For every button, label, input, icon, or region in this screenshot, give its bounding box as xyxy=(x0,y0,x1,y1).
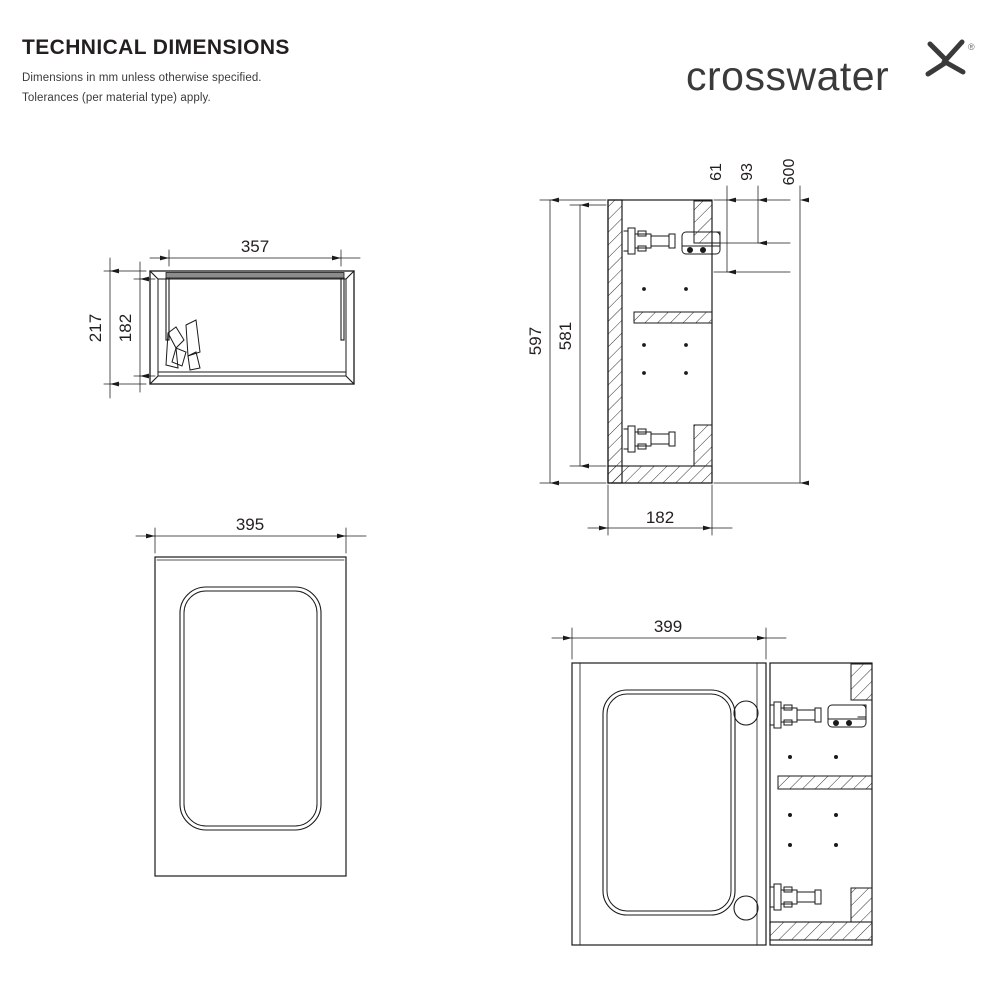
dimension-plan-width-357 xyxy=(149,249,361,267)
dimension-label-581: 581 xyxy=(556,322,575,350)
dimension-label-357: 357 xyxy=(241,237,269,256)
dimension-label-600: 600 xyxy=(781,159,798,186)
dimension-side-93 xyxy=(713,185,791,246)
dimension-label-61: 61 xyxy=(708,163,725,181)
brand-wordmark: crosswater xyxy=(686,53,889,99)
brand-logo: crosswater ® xyxy=(678,36,978,106)
lower-hinge-assembly xyxy=(623,425,676,453)
plan-hinge-detail xyxy=(165,319,201,371)
units-note: Dimensions in mm unless otherwise specif… xyxy=(22,72,262,85)
dimension-side-61 xyxy=(713,185,791,275)
plan-top-view: 357 217 182 xyxy=(86,237,361,399)
dimension-label-182-plan: 182 xyxy=(116,314,135,342)
document-header: TECHNICAL DIMENSIONS Dimensions in mm un… xyxy=(22,36,642,108)
upper-hinge-assembly-front-section xyxy=(769,701,867,729)
front-section-view: 399 xyxy=(551,617,873,946)
dimension-label-597: 597 xyxy=(526,327,545,355)
dimension-side-depth-182 xyxy=(587,484,733,536)
side-section-view: 597 581 61 xyxy=(526,159,809,536)
dimension-label-182-side: 182 xyxy=(646,508,674,527)
dimension-front-section-width-399 xyxy=(551,627,787,660)
dimension-front-width-395 xyxy=(135,527,367,554)
tolerance-note: Tolerances (per material type) apply. xyxy=(22,92,211,105)
dimension-plan-height-182 xyxy=(133,261,156,393)
dimension-label-93: 93 xyxy=(739,163,756,181)
shelf-peg-holes xyxy=(642,287,688,375)
dimension-plan-height-217 xyxy=(103,257,147,399)
dimension-side-597 xyxy=(539,197,607,486)
dimension-side-581 xyxy=(569,202,607,469)
upper-hinge-assembly xyxy=(623,227,721,255)
dimension-side-600 xyxy=(713,185,809,486)
x-cross-mark-icon xyxy=(925,39,966,77)
dimension-label-395: 395 xyxy=(236,515,264,534)
crosswater-logo-svg: crosswater ® xyxy=(686,39,975,99)
registered-trademark-symbol: ® xyxy=(968,42,975,52)
lower-hinge-assembly-front-section xyxy=(769,883,822,911)
front-elevation-view: 395 xyxy=(135,515,367,877)
dimension-label-399: 399 xyxy=(654,617,682,636)
dimension-label-217: 217 xyxy=(86,314,105,342)
page-title: TECHNICAL DIMENSIONS xyxy=(22,36,290,59)
shelf-peg-holes-front-section xyxy=(788,755,838,847)
